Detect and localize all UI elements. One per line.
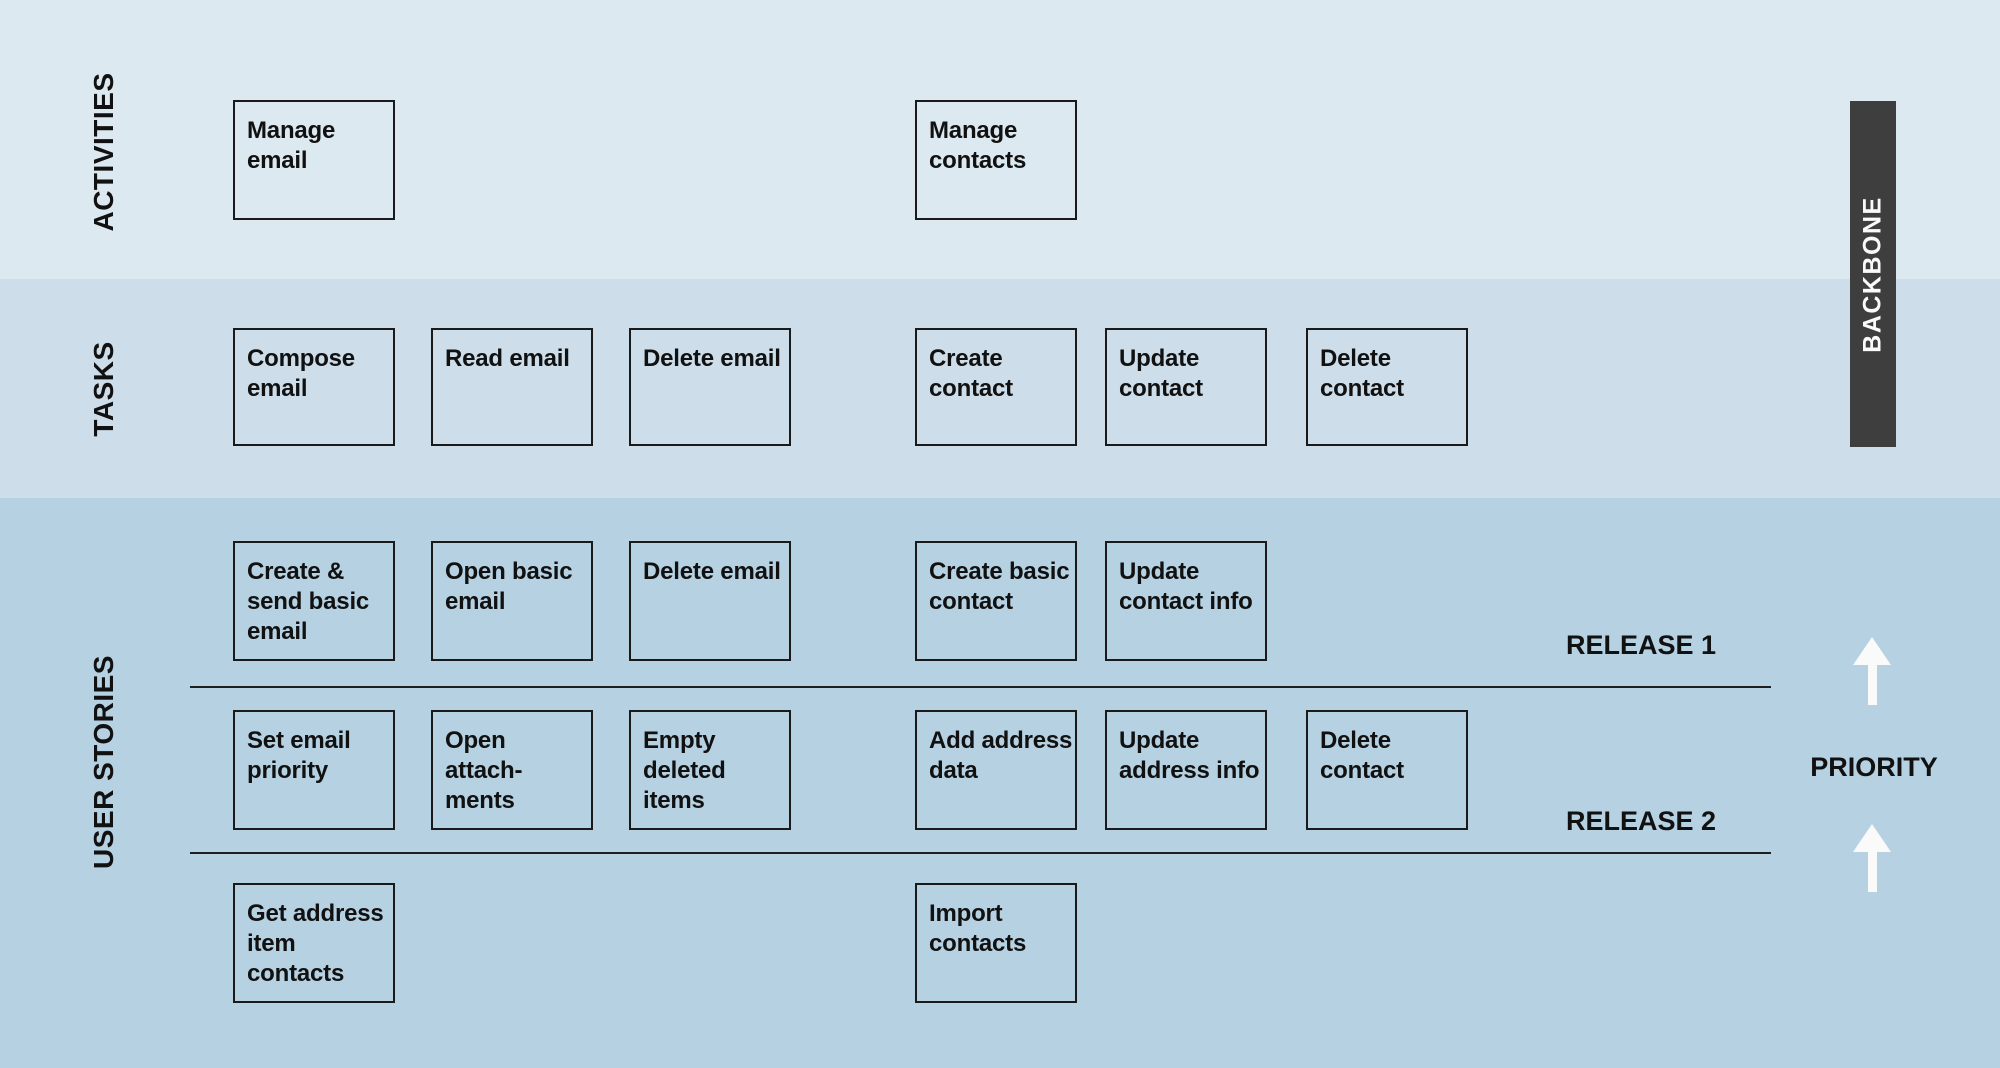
- card-manage-contacts: Manage contacts: [915, 100, 1077, 220]
- card-delete-email-story: Delete email: [629, 541, 791, 661]
- card-delete-email-task: Delete email: [629, 328, 791, 446]
- release-2-divider: [190, 852, 1771, 854]
- card-update-contact-info: Update contact info: [1105, 541, 1267, 661]
- card-add-address-data: Add address data: [915, 710, 1077, 830]
- user-stories-band: [0, 498, 2000, 1068]
- card-update-address-info: Update address info: [1105, 710, 1267, 830]
- arrow-stem: [1867, 852, 1877, 892]
- card-update-contact: Update contact: [1105, 328, 1267, 446]
- card-compose-email: Compose email: [233, 328, 395, 446]
- card-create-send-basic-email: Create & send basic email: [233, 541, 395, 661]
- card-import-contacts: Import contacts: [915, 883, 1077, 1003]
- card-open-attachments: Open attach-ments: [431, 710, 593, 830]
- card-delete-contact-task: Delete contact: [1306, 328, 1468, 446]
- tasks-row-label: TASKS: [88, 341, 119, 437]
- arrow-head-icon: [1853, 824, 1891, 852]
- priority-up-arrow-1: [1853, 637, 1891, 705]
- card-set-email-priority: Set email priority: [233, 710, 395, 830]
- activities-row-label: ACTIVITIES: [88, 72, 119, 232]
- arrow-head-icon: [1853, 637, 1891, 665]
- card-create-basic-contact: Create basic contact: [915, 541, 1077, 661]
- card-read-email: Read email: [431, 328, 593, 446]
- arrow-stem: [1867, 665, 1877, 705]
- release-1-label: RELEASE 1: [1565, 630, 1716, 660]
- activities-band: [0, 0, 2000, 279]
- user-stories-row-label: USER STORIES: [88, 655, 119, 869]
- card-create-contact: Create contact: [915, 328, 1077, 446]
- priority-up-arrow-2: [1853, 824, 1891, 892]
- priority-label: PRIORITY: [1810, 752, 1938, 782]
- card-get-address-item-contacts: Get address item contacts: [233, 883, 395, 1003]
- tasks-band: [0, 279, 2000, 498]
- card-manage-email: Manage email: [233, 100, 395, 220]
- backbone-bar: BACKBONE: [1850, 101, 1896, 447]
- card-empty-deleted-items: Empty deleted items: [629, 710, 791, 830]
- card-delete-contact-story: Delete contact: [1306, 710, 1468, 830]
- backbone-label: BACKBONE: [1858, 195, 1887, 353]
- card-open-basic-email: Open basic email: [431, 541, 593, 661]
- release-1-divider: [190, 686, 1771, 688]
- release-2-label: RELEASE 2: [1565, 806, 1716, 836]
